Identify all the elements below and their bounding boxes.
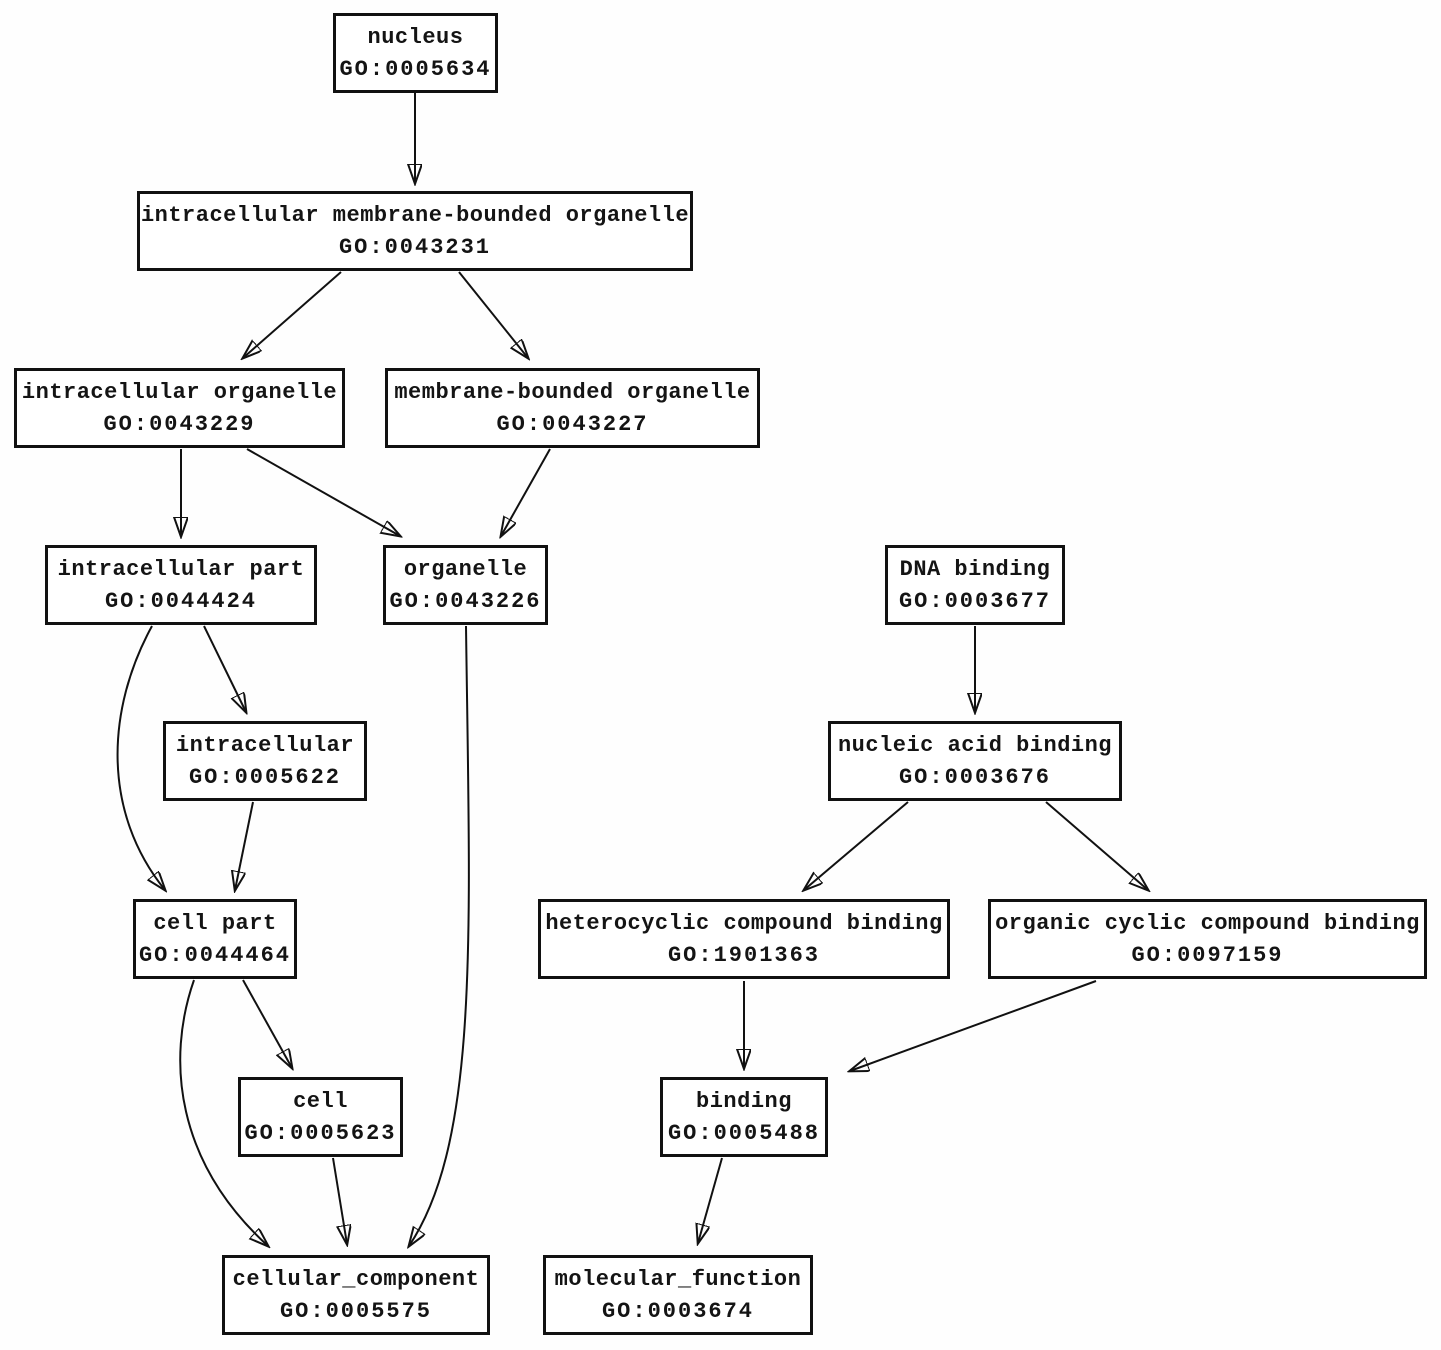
- edge-go0043229-to-go0043226: [246, 448, 400, 536]
- node-go-id: GO:0003677: [898, 588, 1052, 614]
- edge-go0043231-to-go0043227: [458, 271, 528, 358]
- node-organic-cyclic-compound-binding: organic cyclic compound binding GO:00971…: [988, 899, 1427, 979]
- node-label: binding: [696, 1088, 792, 1114]
- edge-go0044424-to-go0005622: [203, 625, 246, 712]
- edge-go0005623-to-go0005575: [332, 1157, 347, 1244]
- node-label: intracellular organelle: [21, 379, 338, 405]
- node-go-id: GO:0043231: [338, 234, 492, 260]
- node-label: membrane-bounded organelle: [394, 379, 751, 405]
- node-go-id: GO:0043229: [103, 411, 256, 437]
- node-label: cell: [293, 1088, 348, 1114]
- node-intracellular-membrane-bounded-organelle: intracellular membrane-bounded organelle…: [137, 191, 693, 271]
- node-go-id: GO:0005623: [244, 1120, 397, 1146]
- node-go-id: GO:0005575: [279, 1298, 433, 1324]
- edge-go0097159-to-go0005488: [850, 980, 1097, 1071]
- node-label: molecular_function: [554, 1266, 802, 1292]
- node-go-id: GO:0005488: [667, 1120, 821, 1146]
- node-go-id: GO:0044424: [104, 588, 258, 614]
- node-go-id: GO:0003674: [601, 1298, 755, 1324]
- node-cell-part: cell part GO:0044464: [133, 899, 297, 979]
- node-cell: cell GO:0005623: [238, 1077, 403, 1157]
- edge-go0005488-to-go0003674: [698, 1157, 723, 1243]
- node-label: nucleus: [367, 24, 464, 50]
- node-binding: binding GO:0005488: [660, 1077, 828, 1157]
- edge-go0003676-to-go1901363: [804, 801, 909, 890]
- node-intracellular-part: intracellular part GO:0044424: [45, 545, 317, 625]
- edge-go0003676-to-go0097159: [1045, 801, 1148, 890]
- node-intracellular-organelle: intracellular organelle GO:0043229: [14, 368, 345, 448]
- node-label: nucleic acid binding: [837, 732, 1113, 758]
- node-nucleic-acid-binding: nucleic acid binding GO:0003676: [828, 721, 1122, 801]
- node-go-id: GO:0005634: [339, 56, 492, 82]
- node-go-id: GO:0097159: [1131, 942, 1284, 968]
- node-heterocyclic-compound-binding: heterocyclic compound binding GO:1901363: [538, 899, 950, 979]
- edge-go0044424-to-go0044464: [116, 625, 165, 890]
- node-label: cellular_component: [232, 1266, 480, 1292]
- node-cellular-component: cellular_component GO:0005575: [222, 1255, 490, 1335]
- node-nucleus: nucleus GO:0005634: [333, 13, 498, 93]
- node-go-id: GO:1901363: [667, 942, 821, 968]
- node-label: organic cyclic compound binding: [995, 910, 1420, 936]
- node-dna-binding: DNA binding GO:0003677: [885, 545, 1065, 625]
- node-label: intracellular: [175, 732, 355, 758]
- edge-go0005622-to-go0044464: [235, 801, 254, 890]
- edge-go0043231-to-go0043229: [243, 271, 342, 358]
- node-organelle: organelle GO:0043226: [383, 545, 548, 625]
- node-go-id: GO:0043227: [496, 411, 649, 437]
- node-label: intracellular membrane-bounded organelle: [140, 202, 690, 228]
- edge-go0043226-to-go0005575: [409, 625, 470, 1246]
- node-intracellular: intracellular GO:0005622: [163, 721, 367, 801]
- node-label: intracellular part: [57, 556, 305, 582]
- node-go-id: GO:0003676: [898, 764, 1052, 790]
- node-label: organelle: [403, 556, 528, 582]
- node-label: cell part: [153, 910, 277, 936]
- node-go-id: GO:0044464: [138, 942, 292, 968]
- node-molecular-function: molecular_function GO:0003674: [543, 1255, 813, 1335]
- edge-go0043227-to-go0043226: [501, 448, 551, 536]
- node-go-id: GO:0005622: [188, 764, 342, 790]
- node-label: DNA binding: [899, 556, 1051, 582]
- node-go-id: GO:0043226: [389, 588, 542, 614]
- node-label: heterocyclic compound binding: [545, 910, 943, 936]
- edge-go0044464-to-go0005575: [179, 979, 268, 1246]
- edge-go0044464-to-go0005623: [242, 979, 292, 1068]
- node-membrane-bounded-organelle: membrane-bounded organelle GO:0043227: [385, 368, 760, 448]
